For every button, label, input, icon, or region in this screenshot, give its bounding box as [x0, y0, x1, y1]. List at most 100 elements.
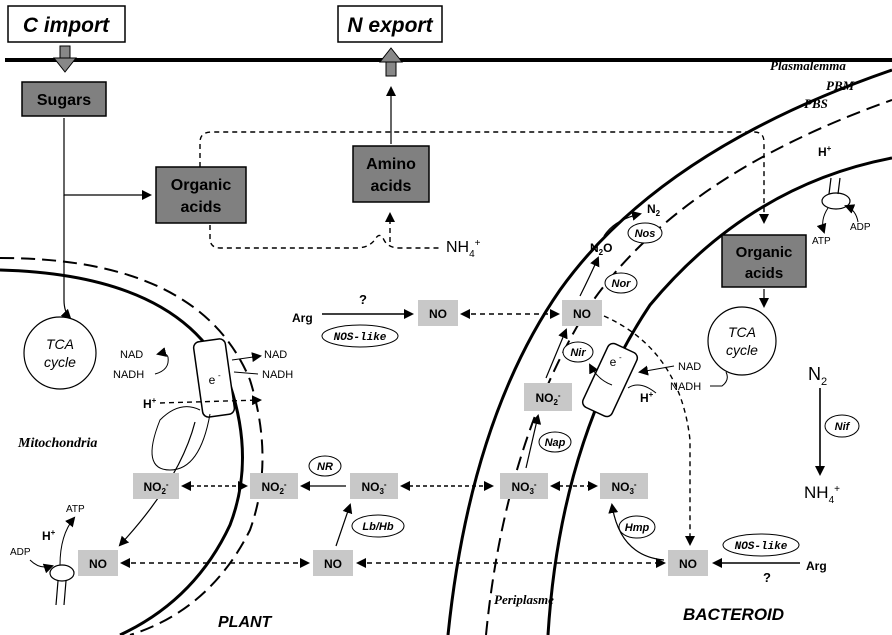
- mito-outer-dashed: [0, 257, 264, 635]
- c-import-arrow: [52, 45, 78, 73]
- nir-arrow: [545, 328, 568, 379]
- svg-text:cycle: cycle: [44, 354, 76, 370]
- n-export-label: N export: [347, 14, 433, 37]
- nh4-plant-label: NH4+: [446, 238, 481, 260]
- hplus-atp-bacteroid: H+: [818, 144, 832, 159]
- hplus-atp-mito: H+: [42, 528, 56, 543]
- question-plant: ?: [359, 292, 367, 307]
- hplus-bacteroid-curve: [627, 384, 657, 394]
- bacteroid-membrane: [546, 156, 892, 635]
- no-periplasm-to-no-bacteroid: [603, 315, 695, 546]
- svg-text:acids: acids: [745, 265, 783, 282]
- plant-label: PLANT: [218, 614, 273, 631]
- no-mito-box: NO: [78, 550, 118, 576]
- c-import-label: C import: [23, 14, 110, 37]
- nr-enzyme: NR: [308, 455, 342, 477]
- svg-text:cycle: cycle: [726, 342, 758, 358]
- nad-bacteroid: NAD: [678, 361, 701, 373]
- electron-to-nir: [589, 363, 613, 386]
- svg-text:NO2-: NO2-: [143, 480, 168, 496]
- pbm-membrane: [446, 68, 892, 635]
- bacteroid-label: BACTEROID: [683, 605, 784, 624]
- svg-text:e: e: [209, 373, 216, 387]
- pbm-label: PBM: [826, 78, 855, 93]
- nadh-plant-right: NADH: [262, 369, 293, 381]
- svg-text:NO: NO: [679, 557, 697, 571]
- c-import-box: C import: [7, 5, 126, 43]
- svg-text:NO3-: NO3-: [511, 480, 536, 496]
- n-export-arrow: [378, 47, 404, 77]
- sugars-to-organic-acids: [63, 118, 152, 200]
- no-periplasm-box: NO: [562, 300, 602, 326]
- mito-inner-membrane: [0, 268, 244, 635]
- nad-plant-left: NAD: [120, 349, 143, 361]
- svg-text:Nif: Nif: [835, 421, 851, 433]
- svg-text:Lb/Hb: Lb/Hb: [362, 521, 393, 533]
- periplasme-label: Periplasme: [494, 592, 554, 607]
- nap-arrow: [525, 414, 542, 469]
- svg-text:NO3-: NO3-: [611, 480, 636, 496]
- mito-e-loop: [151, 406, 211, 471]
- svg-text:Nap: Nap: [545, 437, 566, 449]
- adp-mito: ADP: [10, 547, 31, 558]
- no-bacteroid-box: NO: [668, 550, 708, 576]
- atp-synthase-bacteroid: [821, 177, 851, 210]
- nor-arrow: [579, 256, 600, 297]
- nad-bacteroid-arrow: [638, 365, 675, 376]
- nif-enzyme: Nif: [824, 414, 860, 438]
- no-to-no3-arrow: [335, 503, 353, 547]
- atp-bacteroid: ATP: [812, 236, 831, 247]
- svg-text:NO: NO: [573, 307, 591, 321]
- nadh-bacteroid: NADH: [670, 381, 701, 393]
- nir-enzyme: Nir: [562, 341, 594, 363]
- atp-synthase-mito: [49, 564, 75, 606]
- pbs-label: PBS: [804, 96, 828, 111]
- adp-mito-arrow: [29, 559, 54, 574]
- n2o-label: N2O: [590, 241, 612, 257]
- nor-enzyme: Nor: [604, 272, 638, 294]
- mitochondria-label: Mitochondria: [17, 436, 97, 451]
- no-cytosol-box: NO: [418, 300, 458, 326]
- svg-text:Nos: Nos: [635, 228, 656, 240]
- organic-acids-transfer-dashed: [199, 131, 769, 224]
- no3-plant-box: NO3-: [350, 473, 398, 499]
- svg-text:NO2-: NO2-: [261, 480, 286, 496]
- nh4-dashed-path: [209, 225, 440, 249]
- nh4-bacteroid: NH4+: [804, 483, 840, 506]
- n2-top-label: N2: [647, 202, 661, 218]
- no-plant-box: NO: [313, 550, 353, 576]
- svg-text:NOS-like: NOS-like: [334, 332, 387, 344]
- svg-text:NO3-: NO3-: [361, 480, 386, 496]
- svg-text:TCA: TCA: [46, 336, 74, 352]
- nadh-plant-left: NADH: [113, 369, 144, 381]
- plasmalemma-label: Plasmalemma: [770, 58, 846, 73]
- nos-enzyme: Nos: [627, 222, 663, 244]
- mito-nad-arrow: [231, 352, 262, 363]
- lb-hb-enzyme: Lb/Hb: [351, 514, 405, 538]
- svg-text:NOS-like: NOS-like: [735, 541, 788, 553]
- nos-like-plant: NOS-like: [321, 324, 399, 348]
- nos-arrow: [603, 210, 642, 237]
- svg-text:Nor: Nor: [612, 278, 632, 290]
- hplus-mito-dashed: [159, 395, 262, 406]
- svg-text:NO: NO: [429, 307, 447, 321]
- no3-periplasm-box: NO3-: [500, 473, 548, 499]
- arg-plant: Arg: [292, 311, 313, 325]
- adp-bacteroid: ADP: [850, 222, 871, 233]
- svg-text:NR: NR: [317, 461, 333, 473]
- no2-periplasm-box: NO2-: [524, 383, 572, 411]
- organic-acids-plant-box: Organic acids: [155, 166, 247, 224]
- svg-text:-: -: [218, 371, 221, 380]
- adp-bacteroid-arrow: [844, 204, 859, 223]
- n2-bacteroid: N2: [808, 364, 827, 388]
- nad-plant-right: NAD: [264, 349, 287, 361]
- tca-plant: TCA cycle: [23, 316, 97, 390]
- nos-like-bacteroid: NOS-like: [722, 533, 800, 557]
- svg-text:Hmp: Hmp: [625, 522, 650, 534]
- amino-acids-box: Amino acids: [352, 145, 430, 203]
- hplus-mito: H+: [143, 396, 157, 411]
- amino-acids-line1: Amino: [366, 156, 416, 173]
- sugars-box: Sugars: [21, 81, 107, 117]
- n-export-box: N export: [337, 5, 443, 43]
- question-bacteroid: ?: [763, 570, 771, 585]
